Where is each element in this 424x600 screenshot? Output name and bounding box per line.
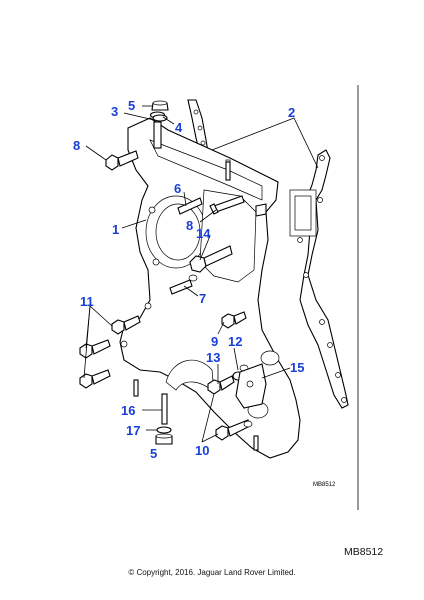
callout-13: 13 [206,350,220,365]
stud-6 [177,197,203,215]
bolts-11 [79,315,141,389]
leader-lines [83,105,319,443]
reference-code: MB8512 [344,546,384,558]
washer-4 [152,114,168,122]
callout-17: 17 [126,423,140,438]
timing-cover [119,117,301,459]
stud-right-top [225,161,267,217]
callout-11: 11 [80,294,94,309]
bracket-15 [235,363,267,409]
copyright-notice: © Copyright, 2016. Jaguar Land Rover Lim… [128,568,296,577]
callouts: 1 2 3 4 5 6 7 8 8 14 11 9 12 13 15 16 17… [73,98,304,461]
timing-cover-gasket [289,149,349,409]
washer-17 [156,426,172,434]
callout-6: 6 [174,181,181,196]
gasket-top-strip [187,99,209,155]
callout-10: 10 [195,443,209,458]
callout-14: 14 [196,226,211,241]
drawing-code: MB8512 [313,482,336,488]
bolts-10 [215,419,253,441]
callout-9: 9 [211,334,218,349]
bolt-14 [189,245,233,273]
callout-16: 16 [121,403,135,418]
callout-3: 3 [111,104,118,119]
nut-5-top [151,100,169,111]
studs-lower-left [133,379,259,451]
bolt-8-upper [105,150,139,171]
callout-7: 7 [199,291,206,306]
callout-8-left: 8 [73,138,80,153]
callout-4: 4 [175,120,183,135]
bolt-9 [221,311,247,329]
nut-5-bottom [155,433,173,445]
callout-1: 1 [112,222,119,237]
stud-7 [169,274,198,295]
bolt-8-middle [209,195,245,215]
callout-5-bottom: 5 [150,446,157,461]
stud-16 [161,393,168,425]
callout-15: 15 [290,360,304,375]
callout-5-top: 5 [128,98,135,113]
callout-8-middle: 8 [186,218,193,233]
callout-2: 2 [288,105,295,120]
callout-12: 12 [228,334,242,349]
